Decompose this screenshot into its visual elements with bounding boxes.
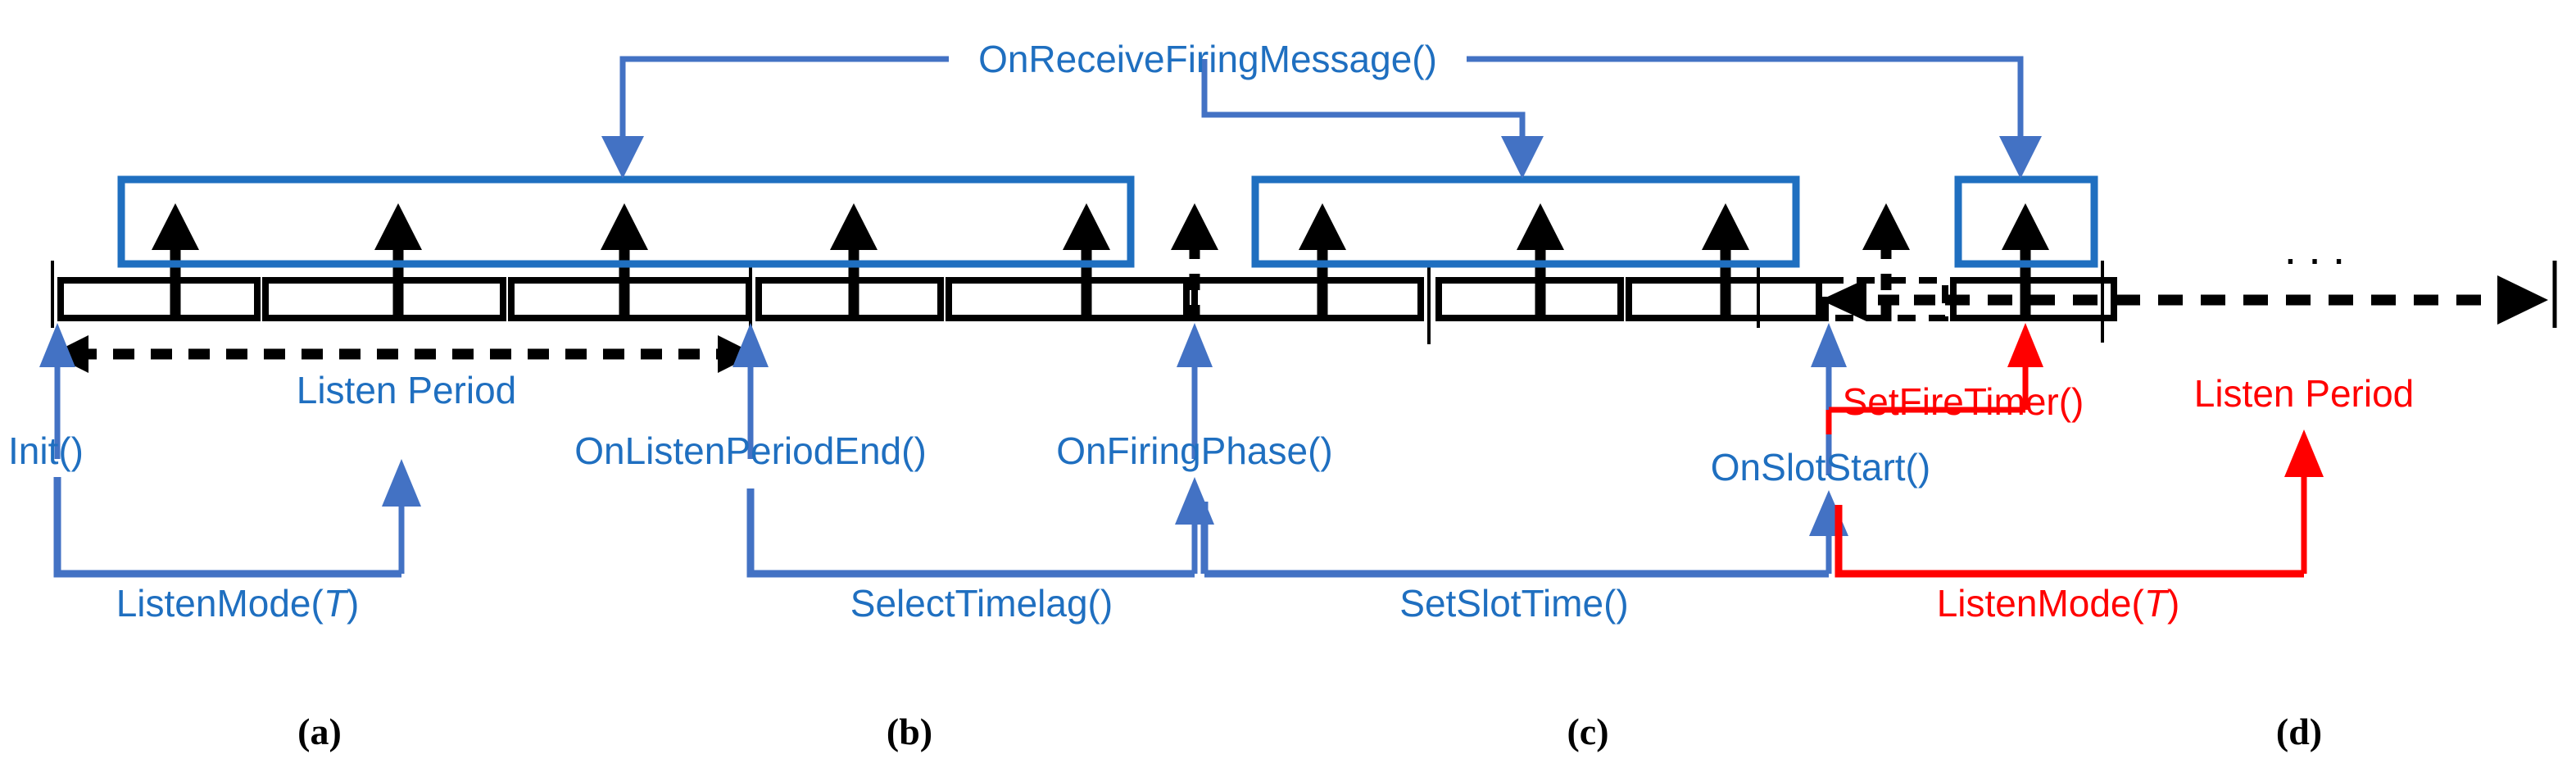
listen-mode-blue-param: T — [324, 582, 349, 625]
listen-period-span-arrow — [51, 335, 755, 373]
on-firing-phase-label: OnFiringPhase() — [1056, 429, 1332, 472]
set-slot-time-label: SetSlotTime() — [1399, 582, 1628, 625]
on-slot-start-label: OnSlotStart() — [1711, 446, 1930, 488]
pointer-set-fire-timer — [2007, 323, 2043, 410]
on-receive-firing-message-arrowheads — [601, 136, 2042, 179]
listen-mode-blue-label: ListenMode(T) — [116, 582, 360, 625]
listen-period-label-blue: Listen Period — [297, 369, 517, 411]
bracket-set-slot-time — [1200, 502, 1829, 578]
subfigure-label-d: (d) — [2276, 711, 2322, 752]
on-listen-period-end-label: OnListenPeriodEnd() — [574, 429, 927, 472]
bracket-listen-mode-red — [1834, 505, 2304, 578]
subfigure-label-a: (a) — [297, 711, 342, 752]
pointer-init — [39, 323, 75, 459]
pointer-on-firing-phase — [1177, 323, 1213, 459]
listen-mode-blue-prefix: ListenMode( — [116, 582, 324, 625]
pointer-listen-period-red — [2284, 429, 2324, 574]
listen-mode-red-param: T — [2144, 582, 2170, 625]
bracket-select-timelag — [746, 488, 1195, 578]
event-arrow-heads-dashed — [1171, 203, 1910, 250]
predicted-slot-dashed-lead — [1758, 277, 1829, 321]
bracket-set-slot-time-arrow — [1809, 490, 1848, 574]
listen-mode-red-suffix: ) — [2167, 582, 2179, 625]
select-timelag-label: SelectTimelag() — [850, 582, 1113, 625]
on-receive-firing-message-label: OnReceiveFiringMessage() — [978, 38, 1437, 80]
listen-mode-red-label: ListenMode(T) — [1937, 582, 2180, 625]
pointer-on-listen-period-end — [732, 323, 769, 459]
subfigure-label-b: (b) — [887, 711, 932, 752]
listen-period-label-red: Listen Period — [2194, 372, 2415, 415]
backfill-dashed-arrow — [1821, 279, 1950, 321]
bracket-listen-mode-blue — [53, 477, 401, 578]
listen-window-box-1 — [117, 175, 1135, 268]
slot-boxes-c — [1435, 277, 1822, 321]
listen-mode-blue-suffix: ) — [347, 582, 359, 625]
subfigure-label-c: (c) — [1567, 711, 1608, 752]
bracket-select-timelag-arrow — [1175, 477, 1214, 574]
ellipsis-label: ... — [2284, 222, 2357, 274]
listen-window-box-2 — [1251, 175, 1800, 268]
event-arrow-heads-solid — [152, 203, 2049, 250]
init-label: Init() — [8, 429, 84, 472]
timeline-continuation-arrow — [1945, 275, 2548, 325]
timeline-boundary-ticks — [51, 261, 2104, 344]
bracket-listen-mode-blue-arrow — [382, 459, 421, 574]
listen-window-box-3 — [1954, 175, 2098, 268]
set-fire-timer-label: SetFireTimer() — [1843, 380, 2084, 423]
listen-mode-red-prefix: ListenMode( — [1937, 582, 2145, 625]
set-fire-timer-bracket — [1825, 407, 2025, 434]
slot-boxes-a — [57, 277, 752, 321]
